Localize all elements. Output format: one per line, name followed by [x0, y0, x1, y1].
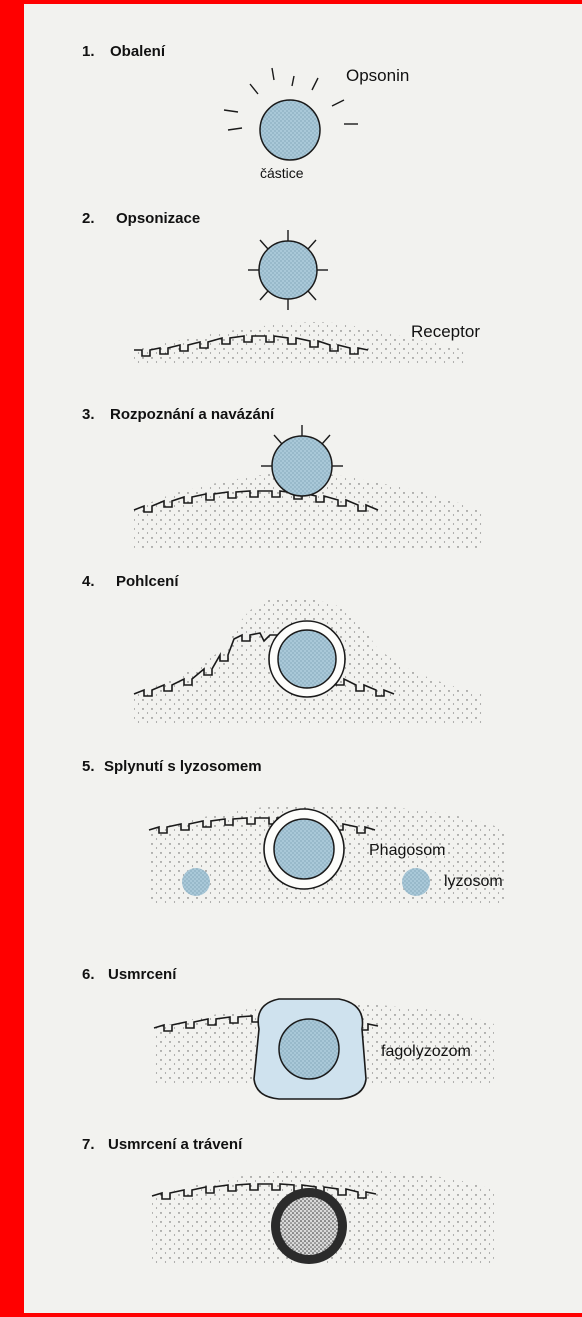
step-label-7: 7. Usmrcení a trávení: [82, 1136, 243, 1153]
step-title-3: Rozpoznání a navázání: [110, 406, 275, 423]
particle: [260, 100, 320, 160]
step-number-6: 6.: [82, 966, 95, 983]
phagolysosome-label: fagolyzozom: [381, 1043, 471, 1060]
step5-illustration: Phagosom lyzosom: [149, 804, 504, 904]
phagosome-label: Phagosom: [369, 842, 446, 859]
engulfed-particle: [278, 630, 336, 688]
step-number-1: 1.: [82, 43, 95, 60]
step-label-1: 1. Obalení: [82, 43, 166, 60]
step-label-5: 5. Splynutí s lyzosomem: [82, 758, 262, 775]
step2-illustration: Receptor: [134, 230, 480, 364]
bound-particle: [272, 436, 332, 496]
step-label-3: 3. Rozpoznání a navázání: [82, 406, 275, 423]
opsonized-particle: [259, 241, 317, 299]
step-label-2: 2. Opsonizace: [82, 210, 200, 227]
step-label-4: 4. Pohlcení: [82, 573, 179, 590]
step4-illustration: [134, 597, 484, 724]
step-label-6: 6. Usmrcení: [82, 966, 177, 983]
step-number-5: 5.: [82, 758, 95, 775]
step-title-5: Splynutí s lyzosomem: [104, 758, 262, 775]
particle-label: částice: [260, 165, 304, 181]
step1-illustration: Opsonin částice: [224, 66, 409, 181]
step-number-3: 3.: [82, 406, 95, 423]
step-number-4: 4.: [82, 573, 95, 590]
step-title-7: Usmrcení a trávení: [108, 1136, 243, 1153]
phagocytosis-diagram: 1. Obalení 2. Opsonizace 3. Rozpoznání a…: [24, 4, 582, 1313]
step6-illustration: fagolyzozom: [154, 999, 494, 1099]
step-number-2: 2.: [82, 210, 95, 227]
step-title-1: Obalení: [110, 43, 166, 60]
receptor-label: Receptor: [411, 322, 480, 341]
digested-particle: [280, 1197, 338, 1255]
opsonin-label: Opsonin: [346, 66, 409, 85]
lysosome-left: [182, 868, 210, 896]
phagosome-particle: [274, 819, 334, 879]
step-number-7: 7.: [82, 1136, 95, 1153]
step-title-4: Pohlcení: [116, 573, 179, 590]
step7-illustration: [152, 1170, 494, 1264]
lysosome-right: [402, 868, 430, 896]
step-title-2: Opsonizace: [116, 210, 200, 227]
step-title-6: Usmrcení: [108, 966, 177, 983]
lysosome-label: lyzosom: [444, 873, 503, 890]
killed-particle: [279, 1019, 339, 1079]
paper-page: 1. Obalení 2. Opsonizace 3. Rozpoznání a…: [24, 4, 582, 1313]
step3-illustration: [134, 425, 484, 549]
